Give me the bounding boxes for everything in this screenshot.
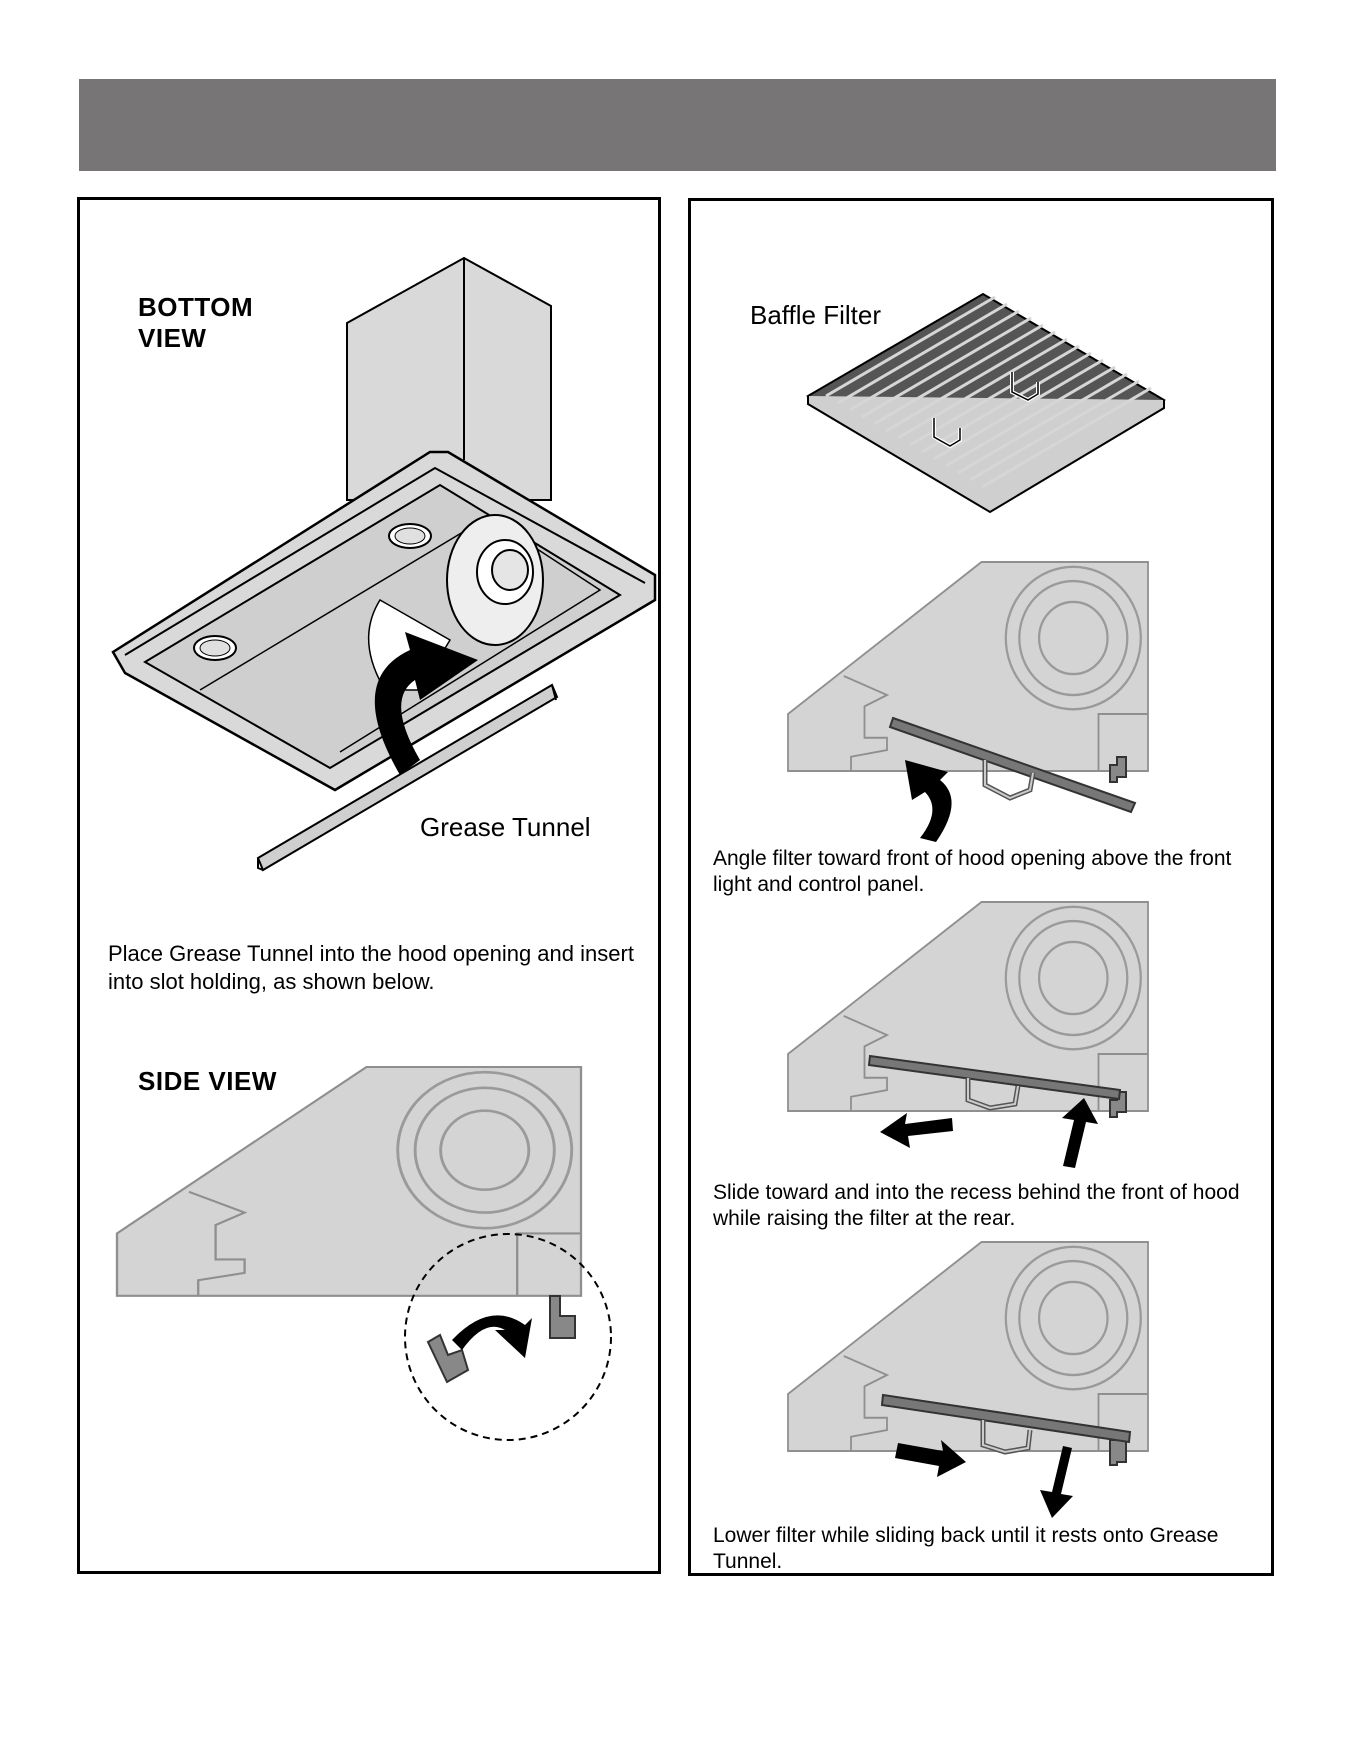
bottom-view-heading: BOTTOM VIEW: [138, 292, 254, 353]
step2-caption: Slide toward and into the recess behind …: [713, 1181, 1240, 1230]
step3-drawing: [786, 1240, 1150, 1518]
step3-caption: Lower filter while sliding back until it…: [713, 1524, 1219, 1573]
header-banner: [79, 79, 1276, 171]
baffle-filter-drawing: [806, 292, 1166, 514]
side-view-drawing: [115, 1065, 612, 1441]
grease-tunnel-label: Grease Tunnel: [420, 812, 591, 842]
baffle-filter-label: Baffle Filter: [750, 300, 882, 330]
step1-caption: Angle filter toward front of hood openin…: [713, 847, 1232, 896]
step1-drawing: [786, 560, 1150, 842]
hood-bottom-view-drawing: [111, 256, 657, 872]
left-instruction: Place Grease Tunnel into the hood openin…: [108, 941, 634, 994]
side-view-heading: SIDE VIEW: [138, 1066, 277, 1096]
step2-drawing: [786, 900, 1150, 1168]
